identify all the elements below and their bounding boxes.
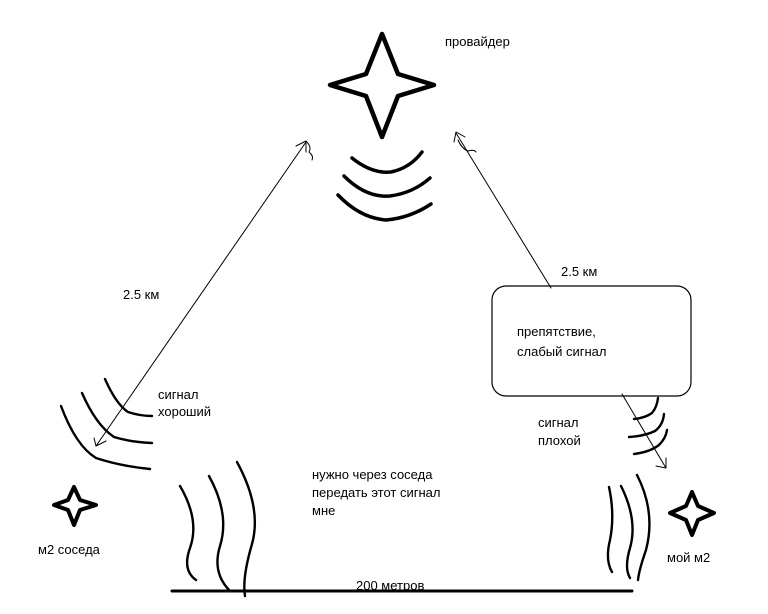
note-line1: нужно через соседа [312, 467, 433, 482]
my-m2-label: мой м2 [667, 550, 711, 565]
provider-star-icon [327, 31, 437, 140]
link-provider-me [453, 131, 667, 469]
obstacle-box [491, 285, 692, 397]
neighbor-m2-label: м2 соседа [38, 542, 100, 557]
signal-good-line1: сигнал [158, 387, 199, 402]
my-m2-star-icon [668, 490, 716, 537]
note-line3: мне [312, 503, 336, 518]
signal-bad-line1: сигнал [538, 415, 579, 430]
link-provider-neighbor [93, 140, 314, 447]
signal-good-line2: хороший [158, 404, 211, 419]
my-m2-signal-waves [627, 396, 669, 456]
neighbor-transmit-waves [178, 460, 257, 598]
signal-bad-line2: плохой [538, 433, 581, 448]
distance-right-label: 2.5 км [561, 264, 598, 279]
provider-signal-waves [336, 150, 433, 222]
obstacle-label-line1: препятствие, [517, 324, 596, 339]
provider-label: провайдер [445, 34, 510, 49]
distance-left-label: 2.5 км [123, 287, 160, 302]
neighbor-m2-star-icon [52, 485, 98, 527]
neighbor-signal-waves [59, 377, 154, 471]
note-line2: передать этот сигнал [312, 485, 441, 500]
distance-bottom-label: 200 метров [356, 578, 425, 593]
my-m2-transmit-waves [606, 473, 651, 582]
obstacle-label-line2: слабый сигнал [517, 344, 607, 359]
